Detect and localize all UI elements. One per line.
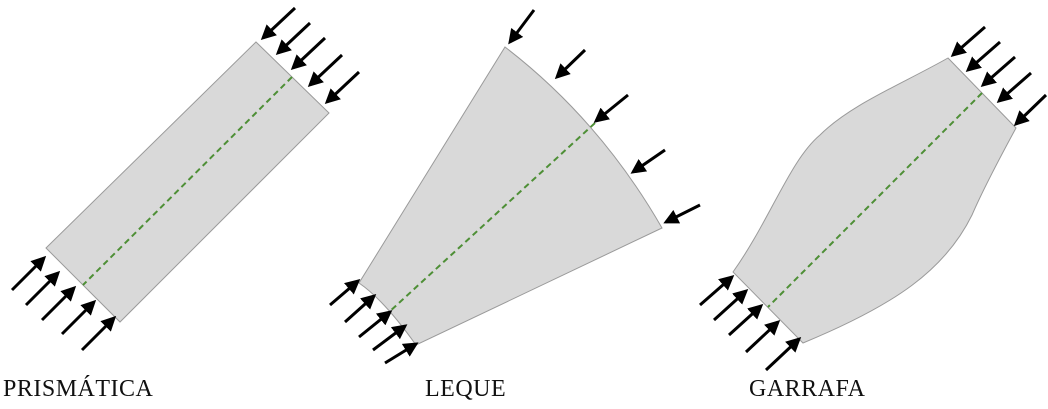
prismatic-top-arrows	[260, 6, 361, 105]
prismatic-strut-shape	[45, 41, 330, 323]
arrow-icon	[384, 342, 419, 365]
arrow-icon	[996, 71, 1032, 103]
arrow-icon	[980, 55, 1016, 87]
prismatic-bottom-arrows	[10, 255, 117, 352]
fan-strut-shape	[358, 46, 663, 346]
bottle-bottom-arrows	[699, 275, 802, 372]
bottle-centerline	[767, 92, 983, 308]
fan-bottom-arrows	[329, 279, 419, 365]
arrow-icon	[699, 275, 735, 307]
arrow-icon	[358, 310, 393, 339]
arrow-icon	[1013, 93, 1048, 127]
strut-prismatica	[10, 6, 361, 352]
arrow-icon	[727, 303, 764, 337]
arrow-icon	[60, 299, 97, 336]
label-prismatica: PRISMÁTICA	[3, 376, 154, 402]
bottle-top-arrows	[950, 25, 1048, 127]
arrow-icon	[950, 25, 986, 57]
strut-leque	[329, 9, 701, 365]
arrow-icon	[712, 288, 749, 322]
arrow-icon	[290, 36, 327, 71]
arrow-icon	[275, 21, 312, 56]
arrow-icon	[80, 315, 117, 352]
arrow-icon	[343, 293, 377, 324]
arrow-icon	[630, 148, 666, 174]
arrow-icon	[324, 70, 361, 105]
arrow-icon	[663, 203, 701, 224]
arrow-icon	[554, 48, 587, 80]
label-garrafa: GARRAFA	[749, 376, 866, 402]
arrow-icon	[593, 93, 629, 123]
fan-top-arrows	[508, 9, 701, 224]
arrow-icon	[307, 53, 344, 88]
prismatic-centerline	[82, 76, 293, 286]
arrow-icon	[260, 6, 297, 41]
arrow-icon	[24, 270, 61, 307]
arrow-icon	[329, 279, 361, 307]
arrow-icon	[508, 9, 536, 45]
arrow-icon	[744, 319, 781, 354]
arrow-icon	[764, 336, 802, 372]
label-leque: LEQUE	[425, 376, 507, 402]
arrow-icon	[965, 40, 1001, 72]
fan-centerline	[387, 122, 596, 314]
strut-garrafa	[699, 25, 1048, 372]
arrow-icon	[40, 285, 77, 322]
arrow-icon	[372, 324, 408, 352]
arrow-icon	[10, 255, 47, 292]
